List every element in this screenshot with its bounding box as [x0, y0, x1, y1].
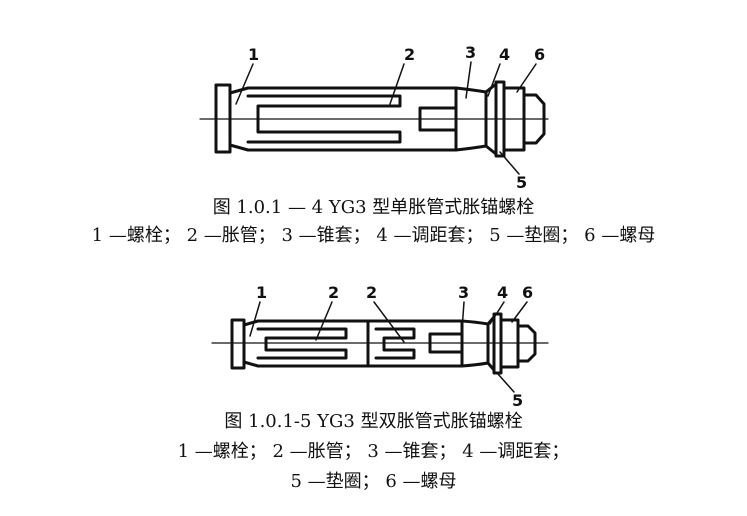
figure2-label-2a: 2 [328, 283, 339, 302]
figure1-leader-3 [465, 61, 472, 99]
figure2-label-5: 5 [512, 391, 523, 410]
figure2-expansion-sleeve-1 [242, 319, 370, 368]
figure2-label-2b: 2 [366, 283, 377, 302]
figure1-label-1: 1 [248, 45, 259, 64]
figure1-label-6: 6 [534, 45, 545, 64]
figure1-leader-2 [389, 63, 405, 105]
figure2-sleeve-2-slot [374, 327, 416, 360]
figure2-nut [499, 318, 520, 369]
figure1-leader-6 [516, 63, 537, 93]
figure2-expansion-sleeve-2 [366, 319, 464, 368]
figure1-label-3: 3 [465, 43, 476, 62]
figure2-caption: 图 1.0.1-5 YG3 型双胀管式胀锚螺栓 [224, 411, 523, 432]
figure2-leader-2a [315, 301, 333, 341]
figure2-leader-2b [373, 301, 405, 343]
figure2-label-1: 1 [256, 283, 267, 302]
figure2-legend-line1: 1 —螺栓； 2 —胀管； 3 —锥套； 4 —调距套； [177, 441, 570, 462]
figure1-label-5: 5 [516, 173, 527, 192]
figure2-label-4: 4 [497, 283, 508, 302]
figure1-drawing [199, 61, 549, 175]
figure1-leader-5 [499, 151, 520, 175]
figure2-label-6: 6 [522, 283, 533, 302]
figure2-bolt-end [516, 324, 537, 363]
figure2-leader-3 [461, 301, 465, 331]
figure1-bolt-head [214, 83, 232, 154]
figure1-label-4: 4 [499, 45, 510, 64]
figure1-leader-1 [235, 63, 254, 105]
figure1-slot-right [418, 106, 458, 132]
figure1-legend: 1 —螺栓； 2 —胀管； 3 —锥套； 4 —调距套； 5 —垫圈； 6 —螺… [91, 225, 656, 246]
figure1-slot-left [246, 94, 402, 144]
figure2-leader-5 [497, 373, 515, 393]
figure1-caption: 图 1.0.1 — 4 YG3 型单胀管式胀锚螺栓 [212, 197, 535, 218]
figure1-bolt-end [522, 93, 546, 145]
figure2-legend-line2: 5 —垫圈； 6 —螺母 [290, 471, 457, 492]
figure2-label-3: 3 [458, 283, 469, 302]
figure2-leader-6 [511, 301, 528, 323]
figure2-cone-sleeve [460, 319, 490, 368]
figure1-leader-4 [487, 63, 501, 97]
figure2-leader-1 [249, 301, 261, 337]
figure2-bolt-head [230, 318, 246, 370]
figure2-leader-4 [489, 301, 505, 325]
figure1-expansion-sleeve [228, 86, 458, 152]
figure2-sleeve-2-slot-right [428, 332, 464, 354]
figure2-sleeve-1-slot [256, 327, 348, 360]
figure1-nut [502, 86, 526, 152]
figure2-drawing [211, 301, 549, 393]
figure1-label-2: 2 [404, 45, 415, 64]
